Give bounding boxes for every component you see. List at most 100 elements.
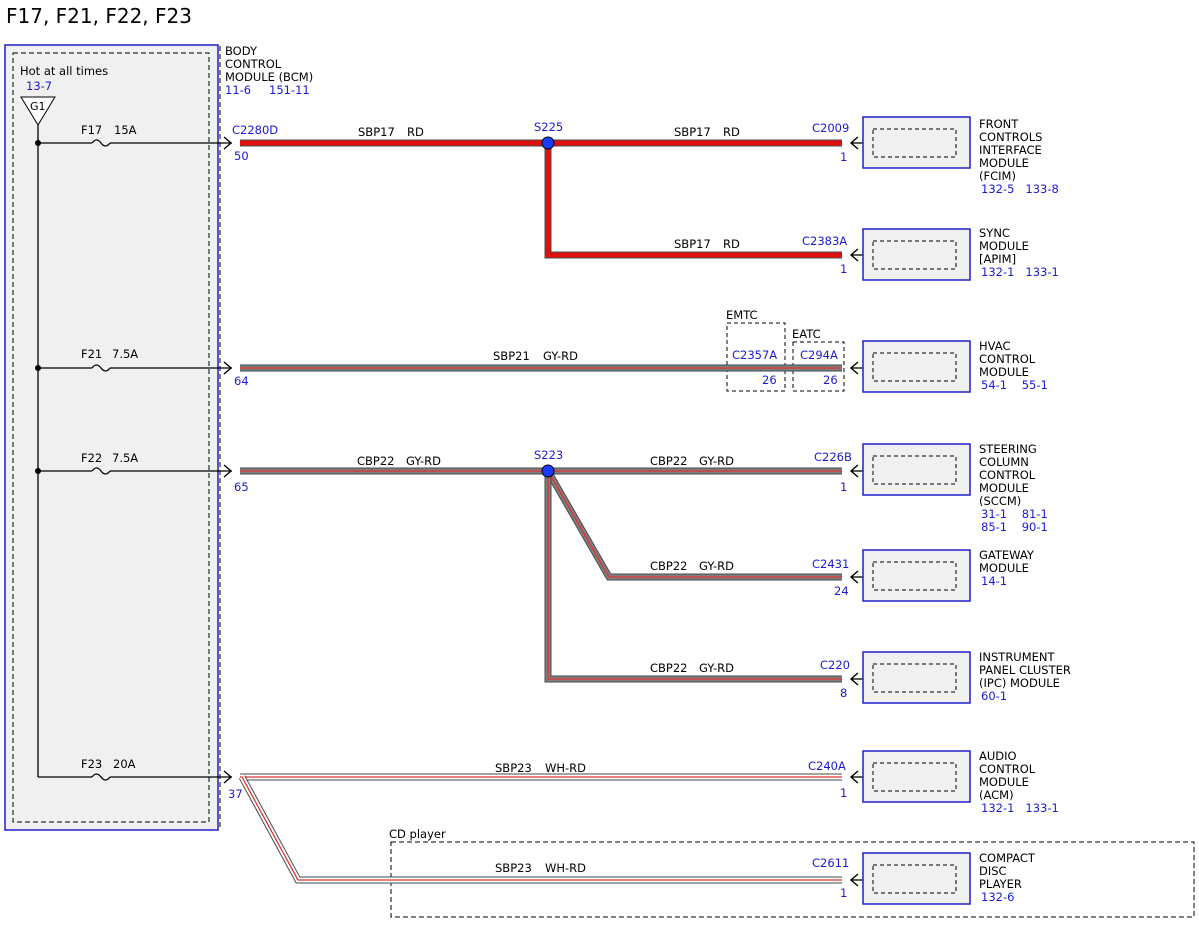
module-ref: 132-1 133-1 xyxy=(981,801,1059,815)
connector-c2009: C2009 xyxy=(812,121,849,135)
module-name-line: AUDIO xyxy=(979,749,1017,763)
ground-label: G1 xyxy=(30,100,46,113)
eatc-label: EATC xyxy=(792,327,821,341)
wire-color: GY-RD xyxy=(543,349,578,363)
hot-at-all-times-label: Hot at all times xyxy=(20,64,108,78)
wire-color: WH-RD xyxy=(545,761,586,775)
connector-arrow-icon xyxy=(223,136,233,150)
pin-number: 1 xyxy=(840,480,847,494)
connector-c2357a: C2357A xyxy=(732,348,777,362)
module-ref: 132-1 133-1 xyxy=(981,265,1059,279)
wire-cbp22-gateway xyxy=(544,469,842,581)
module-name-line: [APIM] xyxy=(979,252,1016,266)
wire-sbp23-cd xyxy=(238,775,842,884)
module-cd-player xyxy=(849,852,971,905)
module-name-line: (ACM) xyxy=(979,788,1014,802)
module-ref: 14-1 xyxy=(981,574,1007,588)
module-name-line: INSTRUMENT xyxy=(979,650,1056,664)
module-name-line: MODULE xyxy=(979,561,1029,575)
splice-label: S225 xyxy=(534,120,563,134)
emtc-option-box xyxy=(726,322,786,392)
module-hvac xyxy=(849,340,971,393)
module-name-line: MODULE xyxy=(979,775,1029,789)
module-name-line: CONTROLS xyxy=(979,130,1042,144)
wire-circuit: SBP23 xyxy=(495,861,532,875)
fuse-name: F21 xyxy=(81,347,102,361)
fuse-symbol-icon xyxy=(91,364,111,372)
cd-player-option-box xyxy=(390,841,1195,918)
cd-player-label: CD player xyxy=(389,827,446,841)
wire-color: GY-RD xyxy=(699,559,734,573)
fuse-f17: F17 15A xyxy=(35,123,233,150)
pin-number: 24 xyxy=(834,584,849,598)
module-sync xyxy=(849,228,971,281)
fuse-rating: 15A xyxy=(114,123,137,137)
module-name-line: COLUMN xyxy=(979,455,1029,469)
fuse-symbol-icon xyxy=(91,773,111,781)
fuse-symbol-icon xyxy=(91,139,111,147)
wire-circuit: CBP22 xyxy=(650,454,688,468)
fuse-name: F23 xyxy=(81,757,102,771)
splice-s225-icon xyxy=(541,136,555,150)
pin-number: 64 xyxy=(234,374,249,388)
module-name-line: CONTROL xyxy=(979,762,1036,776)
fuse-rating: 20A xyxy=(113,757,136,771)
module-ref: 132-5 133-8 xyxy=(981,182,1059,196)
connector-arrow-icon xyxy=(223,361,233,375)
module-ref: 85-1 90-1 xyxy=(981,520,1048,534)
module-name-line: MODULE xyxy=(979,239,1029,253)
wire-circuit: CBP22 xyxy=(357,454,395,468)
pin-number: 37 xyxy=(228,787,243,801)
pin-number: 50 xyxy=(234,149,249,163)
connector-c294a: C294A xyxy=(800,348,838,362)
module-name-line: SYNC xyxy=(979,226,1010,240)
wire-color: RD xyxy=(407,125,424,139)
wire-layer xyxy=(238,139,842,884)
module-gateway xyxy=(849,549,971,602)
wire-color: GY-RD xyxy=(406,454,441,468)
pin-number: 65 xyxy=(234,480,249,494)
pin-number: 26 xyxy=(762,373,777,387)
connector-c2383a: C2383A xyxy=(802,234,847,248)
fuse-rating: 7.5A xyxy=(112,347,138,361)
wire-circuit: SBP23 xyxy=(495,761,532,775)
fuse-f22: F22 7.5A xyxy=(35,451,233,478)
module-name-line: MODULE xyxy=(979,481,1029,495)
fuse-symbol-icon xyxy=(91,467,111,475)
wire-sbp17-sync xyxy=(544,143,842,259)
module-ref: 54-1 55-1 xyxy=(981,378,1048,392)
pin-number: 1 xyxy=(840,786,847,800)
wire-color: GY-RD xyxy=(699,454,734,468)
bcm-ref: 151-11 xyxy=(269,83,310,97)
wire-color: RD xyxy=(723,125,740,139)
diagram-title: F17, F21, F22, F23 xyxy=(6,4,192,28)
pin-number: 26 xyxy=(823,373,838,387)
connector-c2611: C2611 xyxy=(812,856,849,870)
module-name-line: INTERFACE xyxy=(979,143,1042,157)
emtc-label: EMTC xyxy=(726,308,758,322)
fuse-name: F22 xyxy=(81,451,102,465)
module-name-line: STEERING xyxy=(979,442,1037,456)
module-name-line: FRONT xyxy=(979,117,1019,131)
module-name-line: HVAC xyxy=(979,339,1010,353)
connector-c240a: C240A xyxy=(808,759,846,773)
bcm-name-line: CONTROL xyxy=(225,57,282,71)
bcm-name-line: MODULE (BCM) xyxy=(225,70,313,84)
ground-triangle-icon xyxy=(20,96,56,126)
module-name-line: CONTROL xyxy=(979,352,1036,366)
module-name-line: CONTROL xyxy=(979,468,1036,482)
module-name-line: (FCIM) xyxy=(979,169,1016,183)
fuse-f23: F23 20A xyxy=(38,757,233,784)
module-name-line: (SCCM) xyxy=(979,494,1021,508)
pin-number: 1 xyxy=(840,262,847,276)
hot-ref: 13-7 xyxy=(26,79,52,93)
connector-c2431: C2431 xyxy=(812,557,849,571)
module-ref: 132-6 xyxy=(981,890,1014,904)
bcm-name-line: BODY xyxy=(225,44,258,58)
splice-label: S223 xyxy=(534,448,563,462)
module-name-line: COMPACT xyxy=(979,851,1036,865)
module-name-line: (IPC) MODULE xyxy=(979,676,1060,690)
connector-arrow-icon xyxy=(223,464,233,478)
bcm-box xyxy=(4,44,219,831)
